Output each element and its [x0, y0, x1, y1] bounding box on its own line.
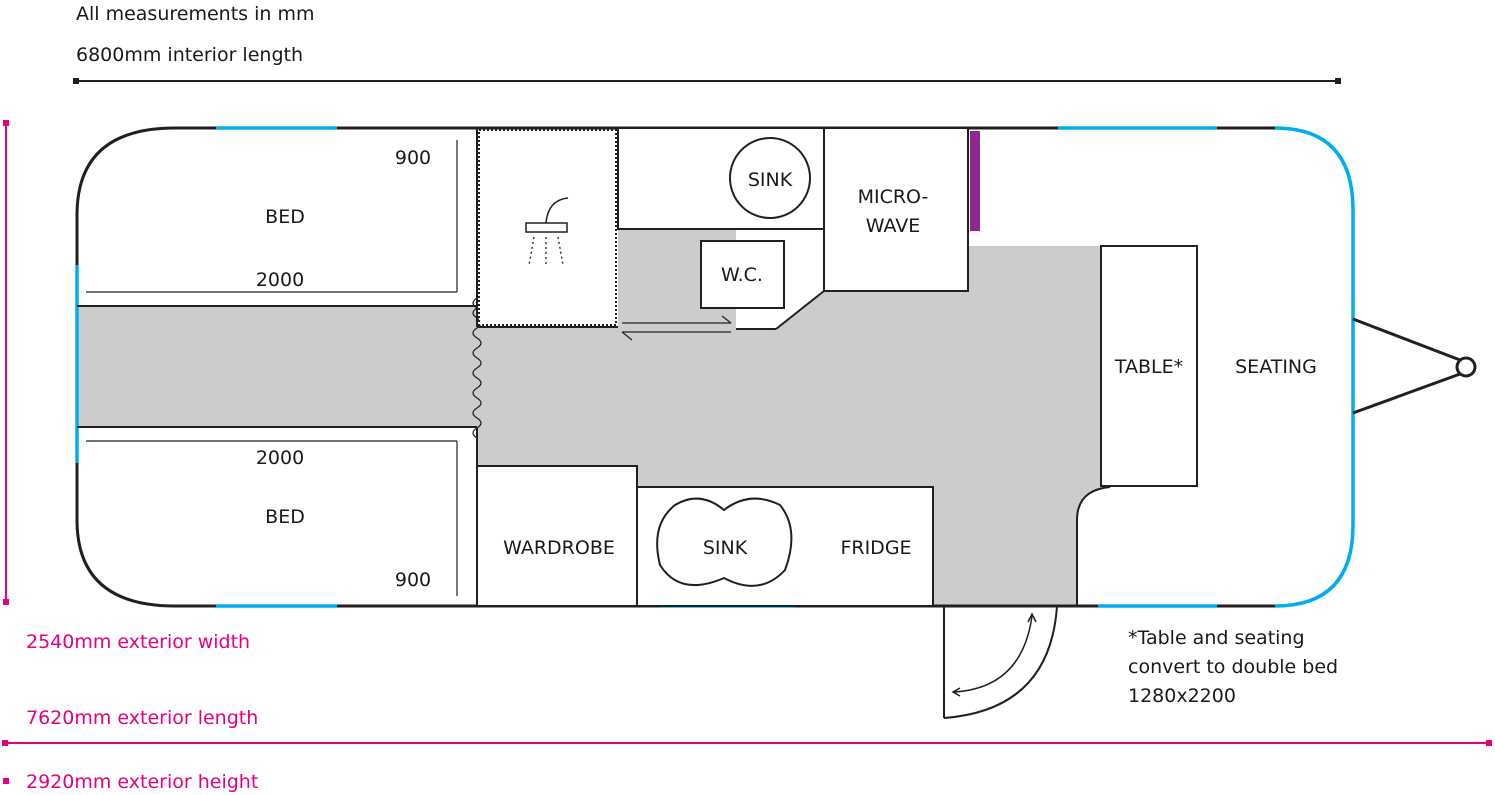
- table: TABLE*: [1076, 245, 1198, 606]
- shower-icon: [525, 197, 569, 266]
- bed-top-label: BED: [265, 206, 305, 228]
- exterior-width-dimension: [3, 120, 9, 605]
- bed-top: BED 900 2000: [77, 128, 478, 327]
- microwave-label-line1: MICRO-: [858, 186, 929, 208]
- accent-panel: [970, 131, 980, 231]
- interior-length-dimension: [73, 78, 1341, 84]
- bed-bottom-length-dim: 2000: [256, 447, 304, 469]
- kitchen-counter-top: SINK: [617, 127, 825, 230]
- exterior-length-label: 7620mm exterior length: [26, 707, 258, 729]
- exterior-width-label: 2540mm exterior width: [26, 631, 250, 653]
- sink-double-label: SINK: [703, 537, 748, 559]
- sliding-door: [621, 315, 732, 341]
- exterior-length-dimension: [2, 740, 1492, 746]
- bed-bottom-label: BED: [265, 506, 305, 528]
- interior-length-label: 6800mm interior length: [76, 44, 303, 66]
- kitchen-counter-bottom: SINK FRIDGE: [636, 486, 934, 607]
- sink-top-label: SINK: [748, 169, 793, 191]
- microwave: MICRO- WAVE: [823, 127, 969, 292]
- wc-label: W.C.: [721, 264, 763, 286]
- footnote-line2: convert to double bed: [1128, 656, 1338, 678]
- exterior-height-marker: [3, 778, 9, 784]
- shower-cubicle: [478, 129, 617, 326]
- bed-top-length-dim: 2000: [256, 269, 304, 291]
- microwave-label-line2: WAVE: [866, 215, 921, 237]
- entry-door[interactable]: [943, 605, 1058, 719]
- units-note: All measurements in mm: [76, 3, 314, 25]
- footnote-line3: 1280x2200: [1128, 685, 1236, 707]
- table-label: TABLE*: [1114, 356, 1183, 378]
- wardrobe-label: WARDROBE: [503, 537, 615, 559]
- exterior-height-label: 2920mm exterior height: [26, 771, 258, 793]
- fridge-label: FRIDGE: [840, 537, 911, 559]
- wc: W.C.: [700, 240, 785, 309]
- bed-bottom: BED 900 2000: [77, 426, 478, 606]
- bed-top-width-dim: 900: [395, 147, 431, 169]
- seating-label: SEATING: [1235, 356, 1317, 378]
- footnote-line1: *Table and seating: [1128, 627, 1305, 649]
- wardrobe: WARDROBE: [476, 465, 638, 607]
- bed-bottom-width-dim: 900: [395, 569, 431, 591]
- tow-hitch: [1352, 317, 1477, 415]
